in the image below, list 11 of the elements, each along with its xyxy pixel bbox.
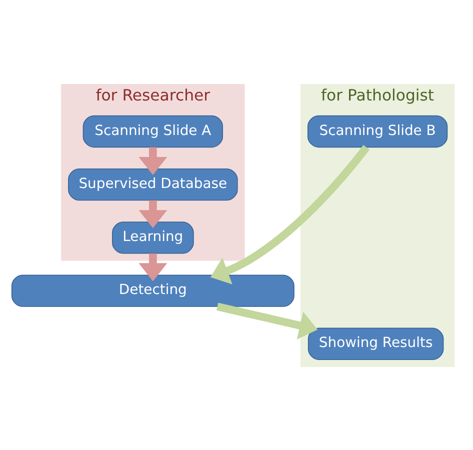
arrow — [138, 252, 168, 281]
node-box: Showing Results — [308, 327, 444, 360]
node-box: Scanning Slide B — [307, 114, 448, 148]
node-box: Learning — [112, 221, 194, 254]
node-box: Scanning Slide A — [82, 114, 223, 148]
arrow — [216, 302, 318, 339]
node-box: Supervised Database — [68, 168, 238, 200]
node-box: Detecting — [11, 274, 294, 306]
arrow — [138, 146, 168, 175]
arrow — [138, 200, 168, 228]
arrow — [210, 144, 370, 284]
